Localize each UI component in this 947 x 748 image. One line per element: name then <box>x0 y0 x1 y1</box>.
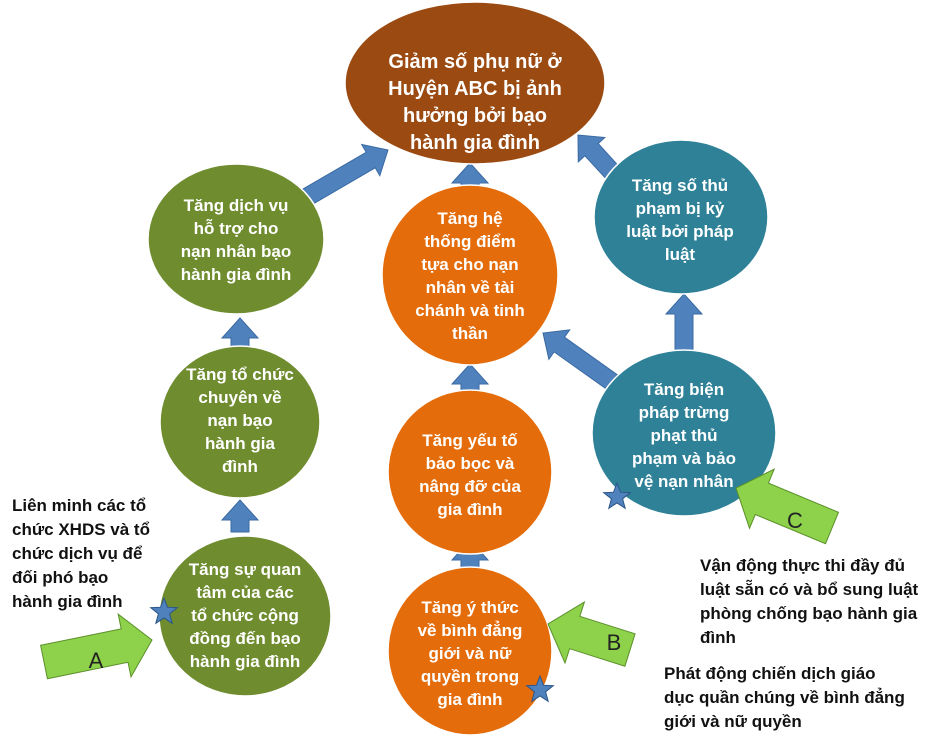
stars <box>149 481 632 703</box>
connector-green-top-to-goal <box>296 143 389 209</box>
connector-green-mid-to-top <box>220 317 260 349</box>
pointer-arrow-b <box>547 600 636 667</box>
node-orange-mid-text: Tăng yếu tố bảo bọc và nâng đỡ của gia đ… <box>419 431 521 519</box>
node-teal-top <box>593 139 769 295</box>
note-a: Liên minh các tổ chức XHDS và tổ chức dị… <box>12 496 150 611</box>
pointer-arrow-b-label: B <box>607 630 622 655</box>
node-circles <box>147 1 777 736</box>
pointer-arrow-a-label: A <box>89 648 104 673</box>
pointer-arrows: A B C <box>40 468 840 680</box>
pointer-arrow-c-label: C <box>787 508 803 533</box>
node-green-top <box>147 163 325 315</box>
node-teal-bottom-text: Tăng biện pháp trừng phạt thủ phạm và bả… <box>632 379 736 491</box>
star-icon <box>602 481 632 510</box>
node-orange-bottom <box>387 566 553 736</box>
note-b: Phát động chiến dịch giáo dục quần chúng… <box>664 664 905 731</box>
node-green-mid-text: Tăng tổ chức chuyên về nạn bạo hành gia … <box>186 364 294 476</box>
node-orange-top-text: Tăng hệ thống điểm tựa cho nạn nhân về t… <box>415 209 525 343</box>
node-teal-bottom <box>591 349 777 517</box>
star-icon <box>525 674 555 703</box>
star-icon <box>149 596 179 625</box>
connector-teal-bottom-to-orange <box>542 329 618 390</box>
connector-green-bottom-to-mid <box>220 499 260 533</box>
node-orange-bottom-text: Tăng ý thức về bình đẳng giới và nữ quyề… <box>417 597 523 709</box>
connector-orange-mid-to-top <box>450 363 490 393</box>
connector-arrows <box>220 134 704 571</box>
note-c: Vận động thực thi đầy đủ luật sẵn có và … <box>700 556 919 647</box>
node-green-bottom-text: Tăng sự quan tâm của các tổ chức cộng đồ… <box>188 559 302 671</box>
goal-ellipse <box>344 1 606 165</box>
node-green-mid <box>159 345 321 499</box>
connector-teal-top-to-goal <box>577 134 620 179</box>
node-orange-mid <box>387 389 553 555</box>
pointer-arrow-a <box>40 612 153 680</box>
node-green-top-text: Tăng dịch vụ hỗ trợ cho nạn nhân bạo hàn… <box>180 196 292 284</box>
node-teal-top-text: Tăng số thủ phạm bị kỷ luật bởi pháp luậ… <box>626 176 734 264</box>
connector-teal-bottom-to-top <box>664 293 704 356</box>
pointer-arrow-c <box>735 468 840 545</box>
goal-text: Giảm số phụ nữ ở Huyện ABC bị ảnh hưởng … <box>388 51 562 154</box>
node-orange-top <box>381 184 559 366</box>
